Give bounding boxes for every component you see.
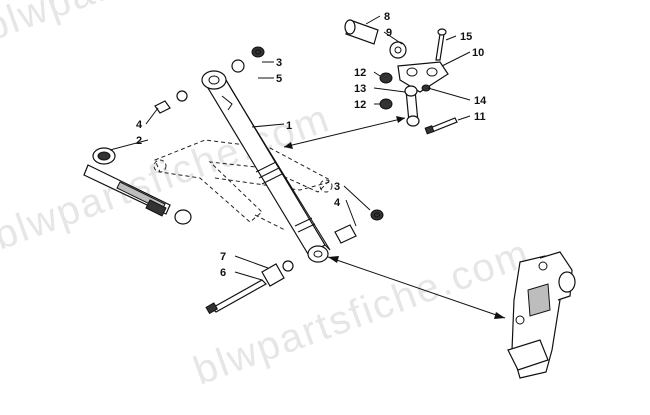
callout-8: 8 xyxy=(384,11,390,23)
leader-lines xyxy=(109,15,506,319)
callout-11: 11 xyxy=(474,111,486,123)
damper-rod xyxy=(83,147,192,225)
callout-1: 1 xyxy=(286,120,292,132)
callout-13: 13 xyxy=(354,83,366,95)
callout-6: 6 xyxy=(220,267,226,279)
upper-shock-hardware xyxy=(154,46,265,114)
callout-5: 5 xyxy=(276,73,282,85)
spindle xyxy=(507,251,576,379)
callout-2: 2 xyxy=(136,135,142,147)
callout-4-lower: 4 xyxy=(334,197,341,209)
callout-4-upper: 4 xyxy=(136,119,143,131)
callout-9: 9 xyxy=(386,27,392,39)
sway-bar-bracket xyxy=(344,19,449,93)
callouts: 1 2 3 5 4 3 4 7 6 8 9 15 10 12 13 12 14 … xyxy=(136,11,487,279)
callout-12-lower: 12 xyxy=(354,99,366,111)
callout-3-lower: 3 xyxy=(334,181,340,193)
callout-15: 15 xyxy=(460,31,472,43)
callout-14: 14 xyxy=(474,95,487,107)
callout-7: 7 xyxy=(220,251,226,263)
sway-bar-link xyxy=(379,72,458,135)
callout-3-upper: 3 xyxy=(276,57,282,69)
watermark-text: blwpartsfiche.com xyxy=(0,0,326,50)
shock-absorber xyxy=(201,70,331,263)
callout-12-upper: 12 xyxy=(354,67,366,79)
watermark-text: blwpartsfiche.com xyxy=(188,231,536,393)
lower-shock-hardware xyxy=(205,209,384,315)
callout-10: 10 xyxy=(472,47,484,59)
